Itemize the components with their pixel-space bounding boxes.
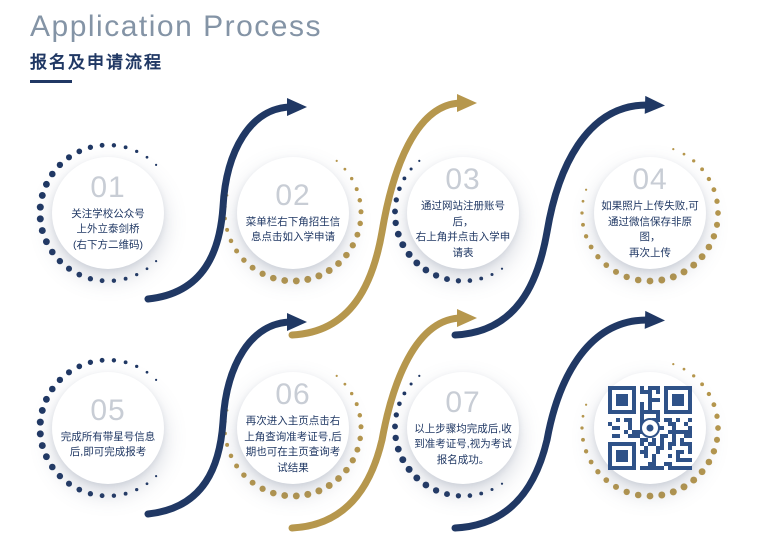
process-step-8 [594,372,706,484]
process-step-3: 03 通过网站注册账号后， 右上角并点击入学申 请表 [407,157,519,269]
qr-code [608,386,692,470]
step-description: 再次进入主页点击右 上角查询准考证号,后 期也可在主页查询考 试结果 [244,414,342,474]
header: Application Process 报名及申请流程 [30,10,322,83]
step-number: 02 [275,179,311,212]
step-number: 06 [275,378,311,412]
step-number: 03 [445,163,481,197]
dotted-arc-step-2 [223,159,364,285]
page-title: Application Process [30,10,322,43]
dotted-arc-step-1 [36,142,158,284]
process-step-1: 01 关注学校公众号 上外立泰剑桥 (右下方二维码) [52,157,164,269]
process-step-7: 07 以上步骤均完成后,收 到准考证号,视为考试 报名成功。 [407,372,519,484]
step-number: 01 [90,171,126,205]
process-step-4: 04 如果照片上传失败,可 通过微信保存非原图， 再次上传 [594,157,706,269]
dotted-arc-step-5 [36,357,158,499]
process-step-2: 02 菜单栏右下角招生信 息点击如入学申请 [237,157,349,269]
dotted-arc-step-3 [392,159,504,284]
dotted-arc-step-7 [392,374,504,499]
flow-arrow-6 [451,310,665,532]
page-subtitle: 报名及申请流程 [30,52,163,72]
dotted-arc-step-8 [580,363,721,500]
flow-arrow-5 [288,309,477,532]
step-number: 05 [90,394,126,427]
step-description: 完成所有带星号信息 后,即可完成报考 [60,430,156,459]
dotted-arc-step-6 [223,374,364,500]
flow-arrow-4 [144,313,307,518]
flow-arrow-1 [144,98,307,303]
step-description: 关注学校公众号 上外立泰剑桥 (右下方二维码) [71,207,145,252]
title-underline [30,79,72,83]
step-number: 07 [445,386,481,420]
flow-arrow-3 [451,95,665,339]
process-step-6: 06 再次进入主页点击右 上角查询准考证号,后 期也可在主页查询考 试结果 [237,372,349,484]
step-description: 通过网站注册账号后， 右上角并点击入学申 请表 [415,199,511,259]
flow-arrow-2 [288,94,477,339]
dotted-arc-step-4 [580,148,721,285]
step-description: 如果照片上传失败,可 通过微信保存非原图， 再次上传 [601,199,699,259]
process-step-5: 05 完成所有带星号信息 后,即可完成报考 [52,372,164,484]
step-number: 04 [632,163,668,197]
step-description: 以上步骤均完成后,收 到准考证号,视为考试 报名成功。 [414,422,512,467]
step-description: 菜单栏右下角招生信 息点击如入学申请 [245,215,341,244]
